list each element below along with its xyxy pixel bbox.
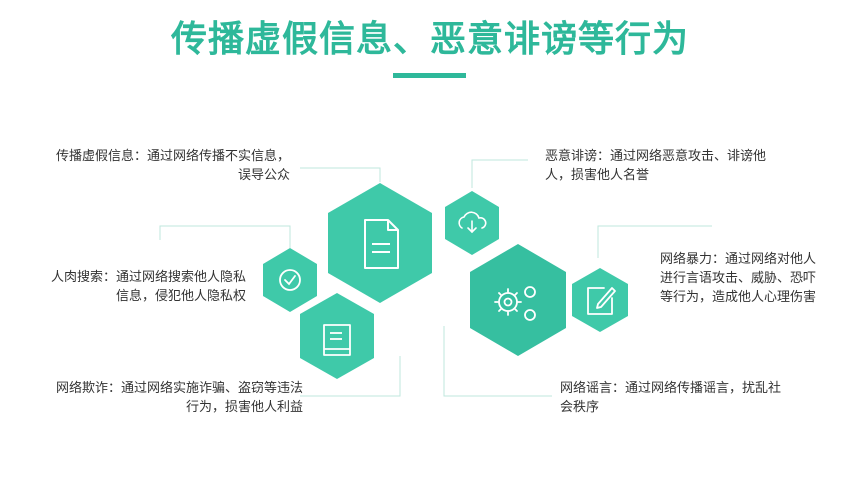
hexagon-fraud	[300, 293, 374, 379]
desc-fraud: 网络欺诈：通过网络实施诈骗、盗窃等违法行为，损害他人利益	[55, 381, 303, 415]
desc-defamation: 恶意诽谤：通过网络恶意攻击、诽谤他人，损害他人名誉	[545, 149, 767, 183]
desc-rumor: 网络谣言：通过网络传播谣言，扰乱社会秩序	[560, 381, 782, 415]
book-icon	[323, 324, 351, 356]
hexagon-doxxing	[263, 248, 317, 312]
connector-line	[300, 167, 381, 182]
hexagon-rumor	[470, 244, 566, 356]
desc-fake-info: 传播虚假信息：通过网络传播不实信息，误导公众	[55, 149, 290, 183]
document-icon	[364, 219, 399, 269]
check-circle-icon	[279, 269, 301, 291]
gears-icon	[494, 286, 536, 321]
edit-icon	[587, 287, 616, 315]
connector-lines	[159, 159, 712, 397]
hexagon-violence	[572, 268, 628, 332]
connector-line	[443, 326, 552, 397]
desc-violence: 网络暴力：通过网络对他人进行言语攻击、威胁、恐吓等行为，造成他人心理伤害	[660, 252, 817, 305]
desc-doxxing: 人肉搜索：通过网络搜索他人隐私信息，侵犯他人隐私权	[50, 270, 246, 304]
connector-line	[159, 225, 291, 248]
connector-line	[300, 356, 401, 397]
cloud-download-icon	[458, 211, 487, 234]
page-title: 传播虚假信息、恶意诽谤等行为	[170, 19, 689, 60]
connector-line	[471, 159, 528, 188]
connector-line	[597, 225, 712, 258]
title-underline	[393, 73, 466, 78]
